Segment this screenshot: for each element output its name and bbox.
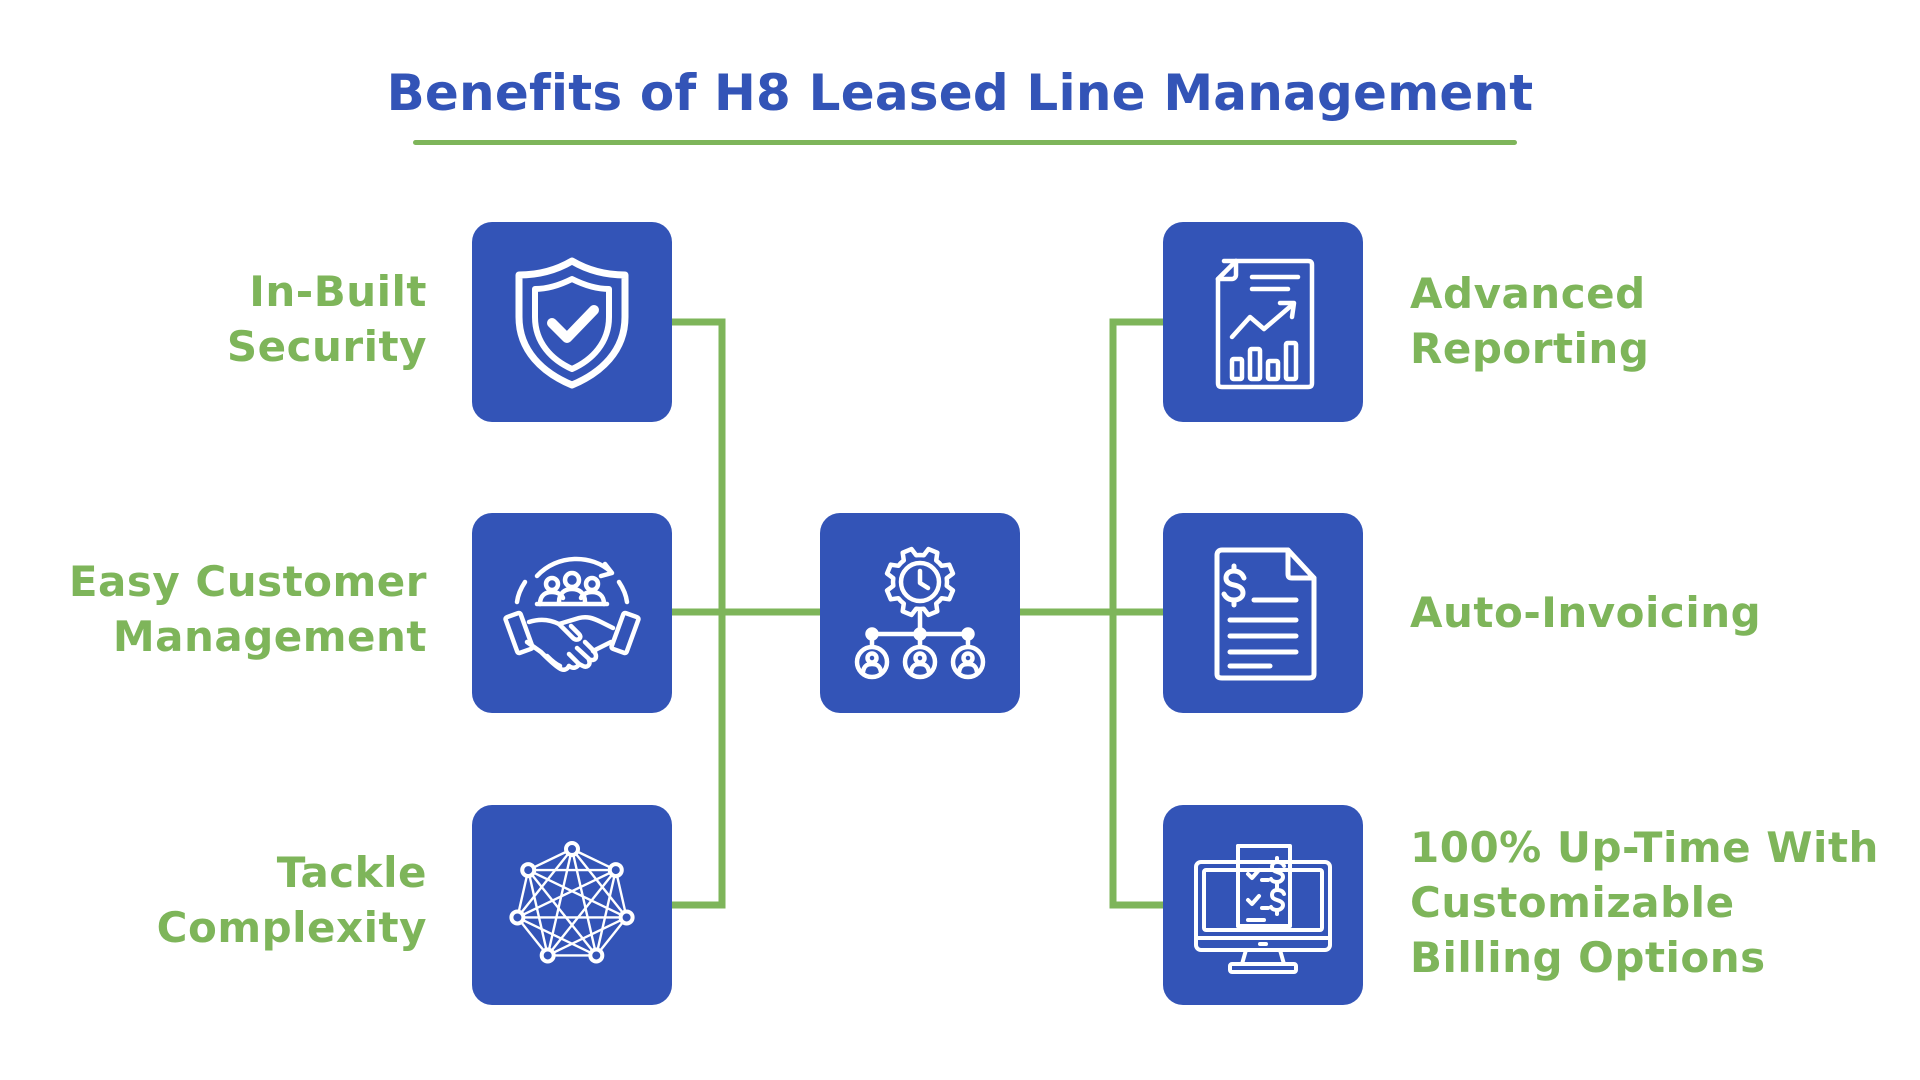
center-hub-tile [820, 513, 1020, 713]
benefit-label-invoicing: Auto-Invoicing [1410, 585, 1761, 640]
title-underline [413, 140, 1517, 145]
benefit-label-security: In-Built Security [227, 264, 427, 374]
network-mesh-icon [509, 841, 635, 964]
report-chart-icon [1215, 258, 1315, 390]
benefit-tile-invoicing [1163, 513, 1363, 713]
benefit-tile-complexity [472, 805, 672, 1005]
shield-check-icon [515, 257, 629, 389]
benefit-label-line: Reporting [1410, 324, 1650, 373]
benefit-tile-customer-management [472, 513, 672, 713]
handshake-people-icon [503, 556, 641, 672]
benefit-label-line: Customizable [1410, 878, 1735, 927]
diagram-title: Benefits of H8 Leased Line Management [386, 64, 1534, 122]
benefit-label-line: Easy Customer [68, 557, 427, 606]
benefit-tile-billing [1163, 805, 1363, 1005]
benefit-label-customer-management: Easy Customer Management [69, 554, 427, 664]
benefit-label-line: Advanced [1410, 269, 1646, 318]
benefit-label-line: In-Built [249, 267, 427, 316]
benefit-label-line: 100% Up-Time With [1410, 823, 1879, 872]
monitor-billing-icon [1194, 844, 1332, 974]
benefit-tile-security [472, 222, 672, 422]
benefit-label-reporting: Advanced Reporting [1410, 266, 1649, 376]
invoice-document-icon [1214, 547, 1317, 681]
gear-clock-hierarchy-icon [854, 546, 986, 680]
benefit-label-line: Auto-Invoicing [1410, 588, 1762, 637]
benefit-tile-reporting [1163, 222, 1363, 422]
benefit-label-line: Management [112, 612, 427, 661]
benefit-label-line: Tackle [276, 848, 427, 897]
benefit-label-line: Complexity [156, 903, 427, 952]
benefit-label-line: Security [226, 322, 427, 371]
benefit-label-complexity: Tackle Complexity [157, 845, 427, 955]
benefit-label-line: Billing Options [1410, 933, 1766, 982]
benefit-label-billing: 100% Up-Time With Customizable Billing O… [1410, 820, 1879, 985]
